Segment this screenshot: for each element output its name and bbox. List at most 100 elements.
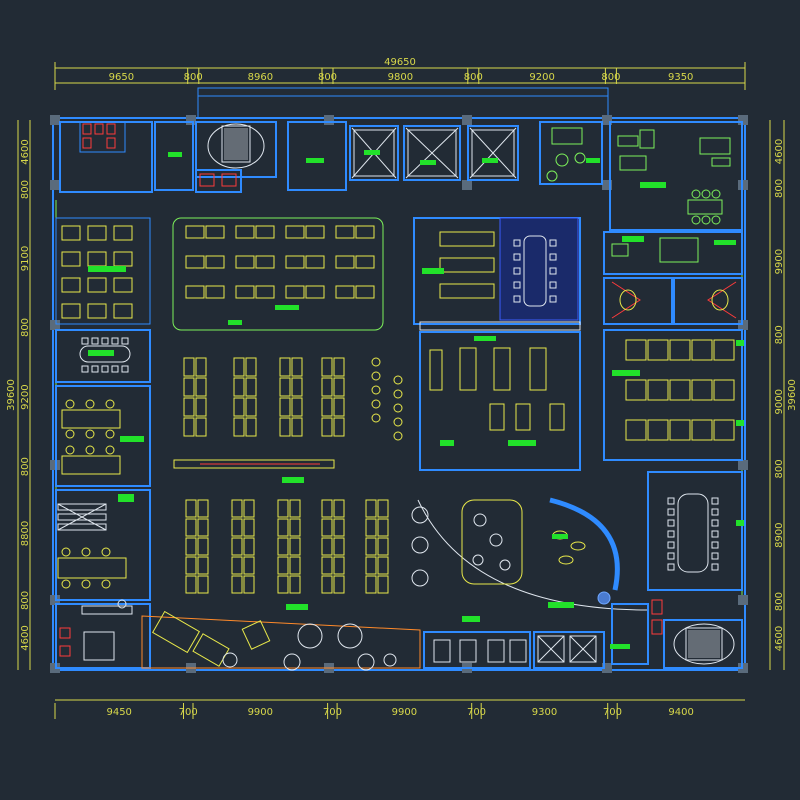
desk	[289, 518, 301, 537]
room-tag	[736, 520, 744, 526]
chair	[711, 497, 719, 505]
dimension-label-leftDims-7: 800	[20, 591, 31, 610]
meeting-room-left	[55, 329, 151, 383]
workstation-desk	[335, 225, 355, 239]
desk	[185, 537, 197, 556]
chair	[711, 563, 719, 571]
dimension-label-bottomDims-4: 9900	[392, 707, 417, 718]
desk	[289, 537, 301, 556]
desk	[321, 518, 333, 537]
desk	[231, 518, 243, 537]
room-tags	[88, 150, 744, 649]
total-width-label: 49650	[384, 57, 416, 68]
dimension-label-leftDims-5: 800	[20, 457, 31, 476]
dimension-label-rightDims-1: 800	[774, 179, 785, 198]
desk	[233, 397, 245, 417]
left-workstation-block	[55, 217, 151, 325]
room-tag	[275, 305, 299, 310]
workstation-desk	[305, 255, 325, 269]
room-tag	[622, 236, 644, 242]
top-open-workstations	[172, 217, 384, 331]
left-office-rooms	[55, 385, 151, 601]
workstation-desk	[87, 251, 107, 267]
workstation-desk	[285, 285, 305, 299]
workstation-desk	[185, 285, 205, 299]
desk	[289, 499, 301, 518]
desk	[279, 357, 291, 377]
room-tag	[306, 158, 324, 163]
room-tag	[508, 440, 536, 446]
center-desk-rows	[173, 357, 403, 594]
workstation-desk	[87, 277, 107, 293]
desk	[231, 556, 243, 575]
desk	[277, 518, 289, 537]
workstation-desk	[355, 225, 375, 239]
desk	[183, 397, 195, 417]
dimension-label-topDims-4: 9800	[388, 72, 413, 83]
desk	[377, 518, 389, 537]
chair	[667, 530, 675, 538]
room-tag	[118, 494, 134, 502]
top-service-core	[59, 121, 603, 193]
desk	[183, 357, 195, 377]
desk	[333, 499, 345, 518]
desk	[333, 357, 345, 377]
room-tag	[88, 266, 110, 272]
dimension-label-rightDims-2: 9900	[774, 249, 785, 274]
desk	[333, 417, 345, 437]
dimension-label-leftDims-0: 4600	[20, 139, 31, 164]
dimension-label-leftDims-8: 4600	[20, 625, 31, 650]
workstation-desk	[205, 225, 225, 239]
workstation-desk	[305, 285, 325, 299]
dimension-label-leftDims-3: 800	[20, 318, 31, 337]
dimension-label-bottomDims-3: 700	[323, 707, 342, 718]
desk	[183, 377, 195, 397]
desk	[231, 537, 243, 556]
desk	[277, 575, 289, 594]
desk	[713, 419, 735, 441]
dimension-label-rightDims-7: 800	[774, 592, 785, 611]
total-height-label-left: 39600	[6, 379, 17, 411]
executive-office	[609, 121, 743, 231]
workstation-desk	[255, 255, 275, 269]
workstation-desk	[355, 255, 375, 269]
room-tag	[282, 477, 304, 483]
desk	[245, 357, 257, 377]
chair	[667, 563, 675, 571]
dimension-label-topDims-5: 800	[464, 72, 483, 83]
desk	[321, 575, 333, 594]
workstation-desk	[255, 225, 275, 239]
desk	[647, 379, 669, 401]
desk	[713, 339, 735, 361]
dimension-label-bottomDims-8: 9400	[668, 707, 693, 718]
desk	[195, 417, 207, 437]
workstation-desk	[335, 285, 355, 299]
desk	[625, 379, 647, 401]
desk	[233, 357, 245, 377]
desk	[279, 417, 291, 437]
desk	[291, 397, 303, 417]
workstation-desk	[87, 303, 107, 319]
room-tag	[364, 150, 380, 155]
desk	[197, 575, 209, 594]
desk	[289, 575, 301, 594]
desk	[277, 537, 289, 556]
desk	[291, 377, 303, 397]
workstation-desk	[235, 225, 255, 239]
dimension-label-rightDims-3: 800	[774, 325, 785, 344]
desk	[365, 556, 377, 575]
dimension-label-rightDims-8: 4600	[774, 626, 785, 651]
desk	[195, 357, 207, 377]
chair	[667, 519, 675, 527]
desk	[377, 575, 389, 594]
desk	[321, 556, 333, 575]
chair	[711, 552, 719, 560]
room-tag	[440, 440, 454, 446]
desk	[243, 556, 255, 575]
structural-columns	[50, 115, 748, 673]
desk	[321, 377, 333, 397]
desk	[231, 575, 243, 594]
